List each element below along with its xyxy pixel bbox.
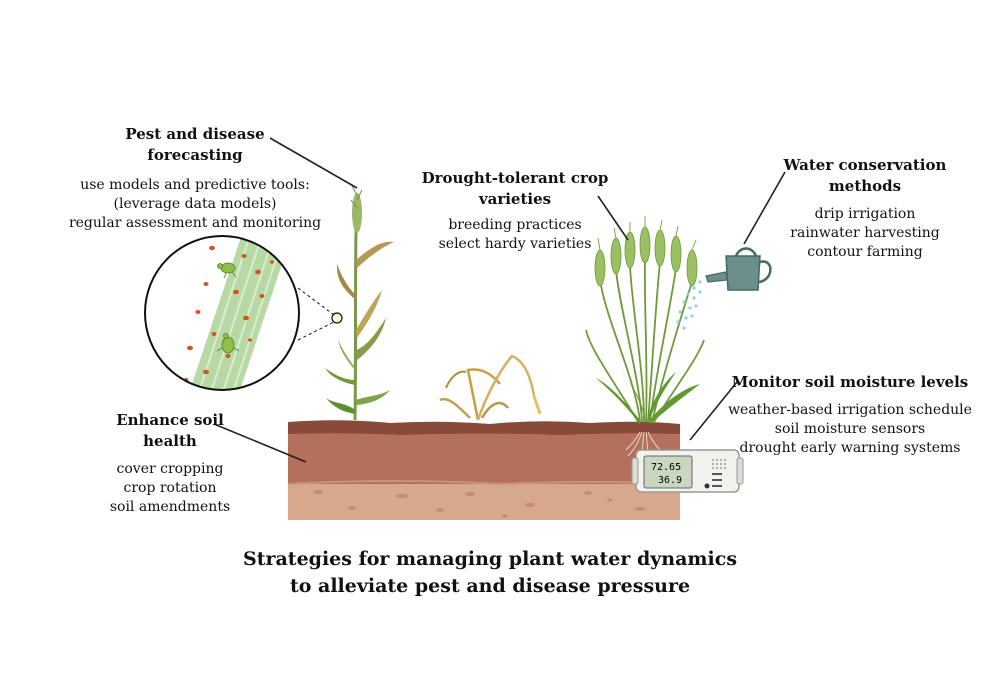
drought-title-line-2: varieties (478, 190, 552, 208)
pest-item-1: use models and predictive tools: (80, 177, 310, 193)
pest-item-2: (leverage data models) (113, 196, 277, 212)
soil-health-label: Enhance soil health cover cropping crop … (80, 410, 260, 517)
soil-title-line-2: health (143, 432, 197, 450)
drought-item-1: breeding practices (448, 217, 582, 233)
pest-title-line-2: forecasting (147, 146, 243, 164)
drought-varieties-label: Drought-tolerant crop varieties breeding… (410, 168, 620, 254)
moisture-sensor-device: 72.65 36.9 (631, 449, 744, 493)
soil-item-3: soil amendments (109, 499, 231, 515)
moisture-title: Monitor soil moisture levels (731, 373, 969, 391)
sensor-reading-2: 36.9 (658, 475, 682, 486)
drought-item-2: select hardy varieties (438, 236, 592, 252)
pest-item-3: regular assessment and monitoring (68, 215, 322, 231)
soil-item-1: cover cropping (116, 461, 224, 477)
sensor-reading-1: 72.65 (651, 462, 681, 473)
water-title-line-1: Water conservation (783, 156, 947, 174)
soil-item-2: crop rotation (123, 480, 217, 496)
caption-line-2: to alleviate pest and disease pressure (289, 575, 691, 597)
aphid-icon (217, 262, 237, 279)
water-item-2: rainwater harvesting (790, 225, 940, 241)
aphid-icon (216, 333, 240, 354)
water-conservation-label: Water conservation methods drip irrigati… (770, 155, 960, 262)
moisture-item-3: drought early warning systems (739, 440, 961, 456)
pest-title-line-1: Pest and disease (125, 125, 265, 143)
soil-block (287, 420, 681, 520)
pest-forecasting-label: Pest and disease forecasting use models … (60, 124, 330, 233)
figure-caption: Strategies for managing plant water dyna… (200, 546, 780, 600)
leaf-zoom-circle (144, 235, 343, 391)
drought-title-line-1: Drought-tolerant crop (421, 169, 609, 187)
wheat-plant-left (325, 185, 394, 421)
leader-lines (213, 137, 786, 463)
soil-title-line-1: Enhance soil (116, 411, 224, 429)
wheat-clump-right (585, 216, 705, 457)
moisture-item-2: soil moisture sensors (774, 421, 926, 437)
watering-can-icon (676, 247, 772, 330)
soil-moisture-label: Monitor soil moisture levels weather-bas… (722, 372, 978, 458)
water-item-3: contour farming (807, 244, 923, 260)
water-title-line-2: methods (828, 177, 902, 195)
caption-line-1: Strategies for managing plant water dyna… (242, 548, 738, 570)
water-item-1: drip irrigation (814, 206, 916, 222)
wilted-plant (439, 354, 542, 421)
moisture-item-1: weather-based irrigation schedule (728, 402, 972, 418)
